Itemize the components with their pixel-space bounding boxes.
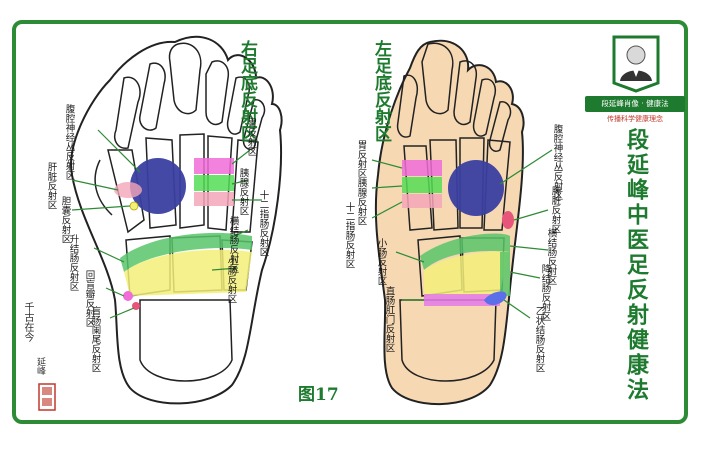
left-sigmoid-zone: [484, 291, 507, 306]
left-foot-title: 左足底反射区: [371, 40, 391, 142]
left-celiac-zone: [448, 160, 504, 216]
label-right-cecum: 盲肠阑尾反射区: [89, 306, 101, 373]
right-foot-bones: [94, 42, 266, 382]
right-pancreas-zone: [194, 175, 234, 191]
left-descending-colon-zone: [500, 252, 510, 296]
right-gallbladder-zone: [129, 201, 139, 211]
left-pancreas-zone: [402, 177, 442, 193]
right-duodenum-zone: [194, 192, 234, 206]
right-foot: [70, 35, 283, 405]
label-right-small-intestine: 小肠反射区: [225, 256, 237, 304]
brand-caption: 段延峰肖像 · 健康法: [585, 96, 685, 112]
label-right-stomach: 胃反射区: [245, 118, 257, 156]
label-left-stomach: 胃反射区: [355, 140, 367, 178]
right-liver-zone: [114, 182, 142, 198]
figure-label: 图17: [298, 385, 339, 405]
left-spleen-zone: [502, 211, 514, 229]
right-foot-title: 右足底反射区: [237, 40, 257, 142]
right-ileocecal-zone: [123, 291, 133, 301]
left-small-intestine-zone: [424, 251, 508, 296]
label-right-ileocecal: 回盲瓣反射区: [83, 270, 95, 327]
red-seal-icon: [38, 383, 56, 411]
left-rectum-zone: [424, 294, 500, 306]
portrait-logo-icon: [612, 35, 660, 93]
left-foot: [371, 39, 553, 406]
right-celiac-zone: [130, 158, 186, 214]
right-stomach-zone: [194, 158, 234, 174]
signature-right: 延峰: [35, 357, 45, 375]
label-left-descending-colon: 降结肠反射区: [539, 264, 551, 321]
brand-title: 段延峰中医足反射健康法: [623, 128, 649, 403]
right-transverse-colon-zone: [120, 232, 252, 272]
left-stomach-zone: [402, 160, 442, 176]
brand-slogan: 传播科学健康理念: [607, 115, 663, 123]
left-transverse-colon-zone: [420, 233, 510, 270]
label-right-transverse-colon: 横结肠反射区: [227, 216, 239, 273]
label-left-spleen: 脾脏反射区: [549, 186, 561, 234]
right-leader-lines: [71, 129, 262, 319]
left-duodenum-zone: [402, 194, 442, 208]
label-left-small-intestine: 小肠反射区: [375, 238, 387, 286]
label-right-duodenum: 十二指肠反射区: [257, 190, 269, 257]
label-left-sigmoid-colon: 乙状结肠反射区: [533, 306, 545, 373]
label-left-transverse-colon: 横结肠反射区: [545, 228, 557, 285]
label-right-liver: 肝脏反射区: [45, 162, 57, 210]
left-leader-lines: [371, 149, 553, 319]
label-right-celiac: 腹腔神经丛反射区: [63, 104, 75, 180]
label-right-pancreas: 胰腺反射区: [237, 168, 249, 216]
label-right-gallbladder: 胆囊反射区: [59, 196, 71, 244]
label-right-ascending-colon: 升结肠反射区: [67, 234, 79, 291]
right-small-intestine-zone: [124, 249, 252, 296]
signature-left: 千古在今: [22, 302, 33, 342]
label-left-celiac: 腹腔神经丛反射区: [551, 124, 563, 200]
label-left-duodenum: 十二指肠反射区: [343, 202, 355, 269]
label-left-rectum: 直肠肛门反射区: [383, 286, 395, 353]
label-left-pancreas: 胰腺反射区: [355, 178, 367, 226]
